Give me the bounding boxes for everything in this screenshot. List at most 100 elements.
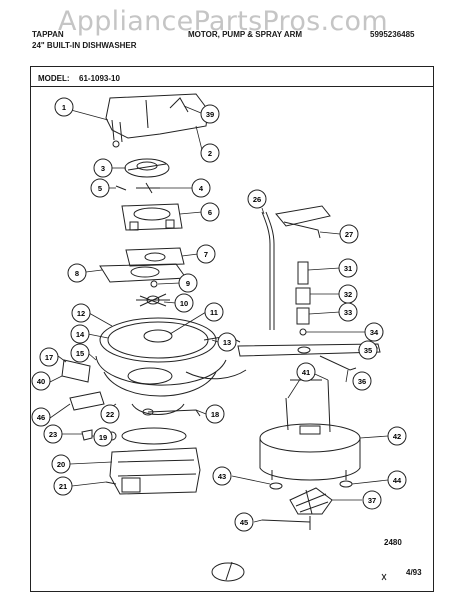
watermark: AppliancePartsPros.com bbox=[58, 6, 388, 37]
part-spray-shaft bbox=[295, 261, 311, 336]
svg-text:37: 37 bbox=[368, 496, 376, 505]
callout: 27 bbox=[339, 224, 359, 244]
callout: 5 bbox=[90, 178, 110, 198]
callout: 18 bbox=[205, 404, 225, 424]
callout: 22 bbox=[100, 404, 120, 424]
svg-text:8: 8 bbox=[75, 269, 79, 278]
svg-text:40: 40 bbox=[37, 377, 45, 386]
svg-text:34: 34 bbox=[370, 328, 379, 337]
callout: 19 bbox=[93, 427, 113, 447]
section-title: MOTOR, PUMP & SPRAY ARM bbox=[188, 30, 303, 39]
revision-date: 4/93 bbox=[406, 568, 422, 577]
callout: 9 bbox=[178, 273, 198, 293]
svg-text:44: 44 bbox=[393, 476, 402, 485]
part-spray-arm bbox=[237, 343, 381, 371]
svg-text:4: 4 bbox=[199, 184, 204, 193]
callout: 36 bbox=[352, 371, 372, 391]
svg-text:27: 27 bbox=[345, 230, 353, 239]
part-wash-arm-hub bbox=[275, 205, 331, 239]
callout: 7 bbox=[196, 244, 216, 264]
svg-text:41: 41 bbox=[302, 368, 310, 377]
part-lower-housing bbox=[61, 355, 247, 415]
svg-text:39: 39 bbox=[206, 110, 214, 119]
svg-text:45: 45 bbox=[240, 518, 248, 527]
callout: 14 bbox=[70, 324, 90, 344]
part-supply-tube bbox=[261, 211, 275, 330]
callout: 26 bbox=[247, 189, 267, 209]
callout: 39 bbox=[200, 104, 220, 124]
handwritten-mark bbox=[211, 561, 387, 582]
callout: 42 bbox=[387, 426, 407, 446]
callout: 32 bbox=[338, 284, 358, 304]
part-impeller bbox=[136, 280, 170, 307]
svg-text:12: 12 bbox=[77, 309, 85, 318]
callout: 12 bbox=[71, 303, 91, 323]
svg-text:6: 6 bbox=[208, 208, 212, 217]
callout: 40 bbox=[31, 371, 51, 391]
svg-text:3: 3 bbox=[101, 164, 105, 173]
svg-text:5: 5 bbox=[98, 184, 102, 193]
svg-text:10: 10 bbox=[180, 299, 188, 308]
svg-text:2: 2 bbox=[208, 149, 212, 158]
callout: 20 bbox=[51, 454, 71, 474]
callout: 44 bbox=[387, 470, 407, 490]
drawing-number: 2480 bbox=[384, 538, 402, 547]
svg-text:7: 7 bbox=[204, 250, 208, 259]
part-seal-plate bbox=[99, 263, 187, 283]
svg-text:22: 22 bbox=[106, 410, 114, 419]
callout: 37 bbox=[362, 490, 382, 510]
callout: 17 bbox=[39, 347, 59, 367]
callout: 23 bbox=[43, 424, 63, 444]
svg-text:31: 31 bbox=[344, 264, 352, 273]
callout: 31 bbox=[338, 258, 358, 278]
svg-text:33: 33 bbox=[344, 308, 352, 317]
svg-text:13: 13 bbox=[223, 338, 231, 347]
svg-text:42: 42 bbox=[393, 432, 401, 441]
svg-text:36: 36 bbox=[358, 377, 366, 386]
part-upper-bracket bbox=[105, 93, 209, 148]
svg-text:15: 15 bbox=[76, 349, 84, 358]
callout: 4 bbox=[191, 178, 211, 198]
svg-text:46: 46 bbox=[37, 413, 45, 422]
svg-text:23: 23 bbox=[49, 430, 57, 439]
model-label: MODEL: bbox=[38, 74, 70, 83]
callout-bubbles: 1 39 2 3 5 4 6 7 8 9 10 12 11 14 13 17 1… bbox=[31, 97, 407, 532]
part-grommets bbox=[269, 480, 353, 490]
header-rule bbox=[30, 86, 434, 87]
svg-text:20: 20 bbox=[57, 460, 65, 469]
svg-text:35: 35 bbox=[364, 346, 372, 355]
callout: 10 bbox=[174, 293, 194, 313]
callout: 1 bbox=[54, 97, 74, 117]
callout: 11 bbox=[204, 302, 224, 322]
svg-text:21: 21 bbox=[59, 482, 67, 491]
part-pump-cover bbox=[121, 203, 183, 231]
callout: 13 bbox=[217, 332, 237, 352]
svg-text:32: 32 bbox=[344, 290, 352, 299]
callout: 8 bbox=[67, 263, 87, 283]
part-screw-clip bbox=[115, 182, 160, 194]
svg-text:18: 18 bbox=[211, 410, 219, 419]
part-motor-assembly bbox=[259, 379, 361, 481]
svg-text:19: 19 bbox=[99, 433, 107, 442]
callout: 34 bbox=[364, 322, 384, 342]
callout: 43 bbox=[212, 466, 232, 486]
callout: 6 bbox=[200, 202, 220, 222]
product-label: 24" BUILT-IN DISHWASHER bbox=[32, 41, 137, 50]
callout: 35 bbox=[358, 340, 378, 360]
callout: 33 bbox=[338, 302, 358, 322]
callout: 21 bbox=[53, 476, 73, 496]
callout: 3 bbox=[93, 158, 113, 178]
svg-text:43: 43 bbox=[218, 472, 226, 481]
part-lower-motor bbox=[105, 427, 201, 495]
callout: 41 bbox=[296, 362, 316, 382]
callout: 45 bbox=[234, 512, 254, 532]
part-number: 5995236485 bbox=[370, 30, 415, 39]
part-diverter bbox=[124, 158, 170, 178]
callout: 46 bbox=[31, 407, 51, 427]
svg-text:14: 14 bbox=[76, 330, 85, 339]
svg-text:9: 9 bbox=[186, 279, 190, 288]
brand-label: TAPPAN bbox=[32, 30, 64, 39]
svg-text:1: 1 bbox=[62, 103, 66, 112]
diagram-frame bbox=[30, 66, 434, 592]
